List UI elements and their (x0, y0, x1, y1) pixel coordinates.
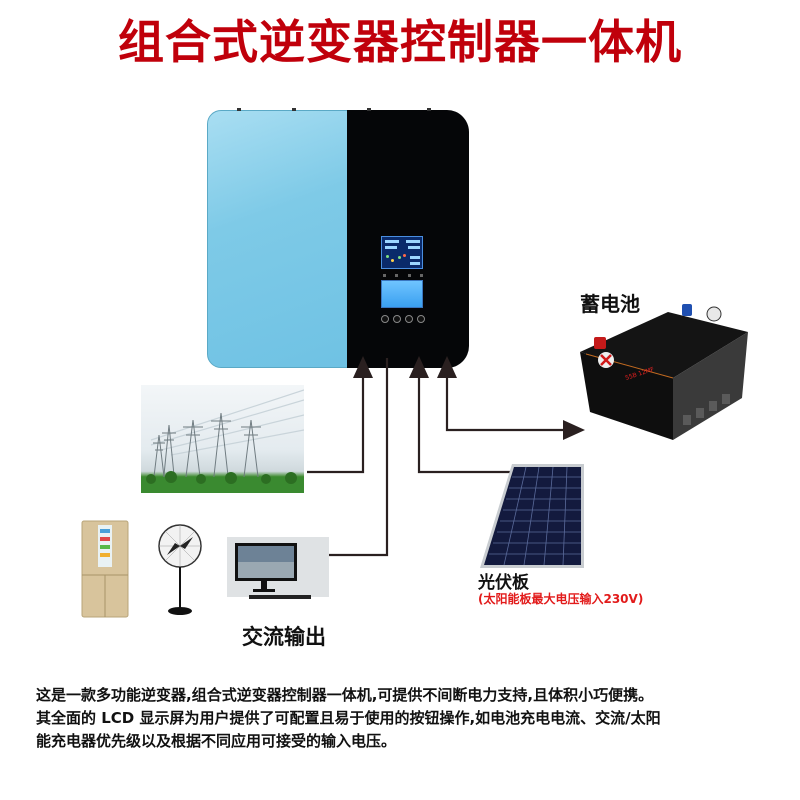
page-title: 组合式逆变器控制器一体机 (118, 15, 682, 69)
battery-label: 蓄电池 (580, 292, 640, 316)
mount-notch (292, 108, 296, 111)
battery-line (445, 372, 570, 432)
lcd-mono-display (381, 280, 423, 308)
ac-output-line (328, 358, 389, 557)
solar-panel-label: 光伏板 (478, 573, 529, 593)
status-leds (383, 274, 423, 278)
computer-monitor-image (227, 537, 329, 604)
solar-line (417, 372, 512, 474)
product-description: 这是一款多功能逆变器,组合式逆变器控制器一体机,可提供不间断电力支持,且体积小巧… (36, 684, 776, 753)
inverter-left-panel (207, 110, 349, 368)
lcd-color-display (381, 236, 423, 269)
description-line: 这是一款多功能逆变器,组合式逆变器控制器一体机,可提供不间断电力支持,且体积小巧… (36, 686, 654, 704)
fan-image (155, 523, 205, 618)
ac-output-label: 交流输出 (242, 625, 326, 649)
refrigerator-image (80, 519, 130, 621)
description-line: 其全面的 LCD 显示屏为用户提供了可配置且易于使用的按钮操作,如电池充电电流、… (36, 709, 661, 727)
control-buttons (381, 315, 425, 323)
battery-image: 55B 12MF (578, 300, 748, 440)
control-button (393, 315, 401, 323)
inverter-unit (207, 108, 469, 368)
solar-panel-image (478, 462, 586, 570)
description-line: 能充电器优先级以及根据不同应用可接受的输入电压。 (36, 732, 397, 750)
grid-line (307, 372, 365, 474)
mount-notch (427, 108, 431, 111)
control-button (417, 315, 425, 323)
solar-voltage-note: (太阳能板最大电压输入230V) (478, 592, 644, 606)
control-button (381, 315, 389, 323)
control-button (405, 315, 413, 323)
mount-notch (367, 108, 371, 111)
power-grid-image (141, 385, 304, 493)
mount-notch (237, 108, 241, 111)
